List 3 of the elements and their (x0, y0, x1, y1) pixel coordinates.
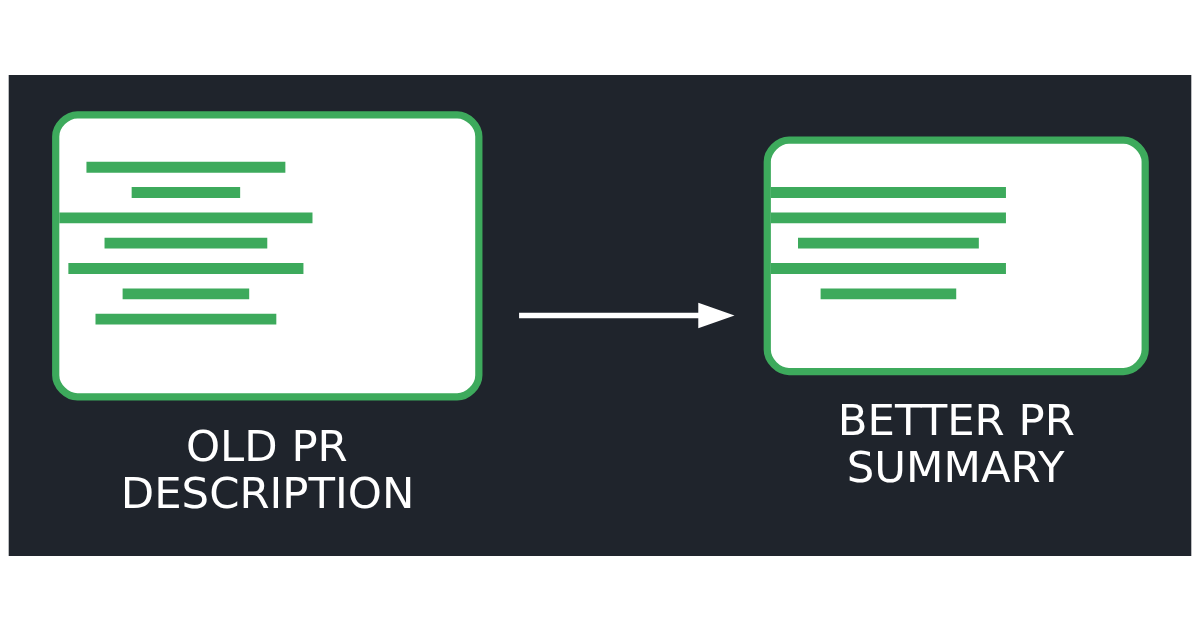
node-label: BETTER PR SUMMARY (837, 394, 1075, 492)
node-label: OLD PR DESCRIPTION (120, 420, 415, 518)
arrow (519, 302, 735, 328)
